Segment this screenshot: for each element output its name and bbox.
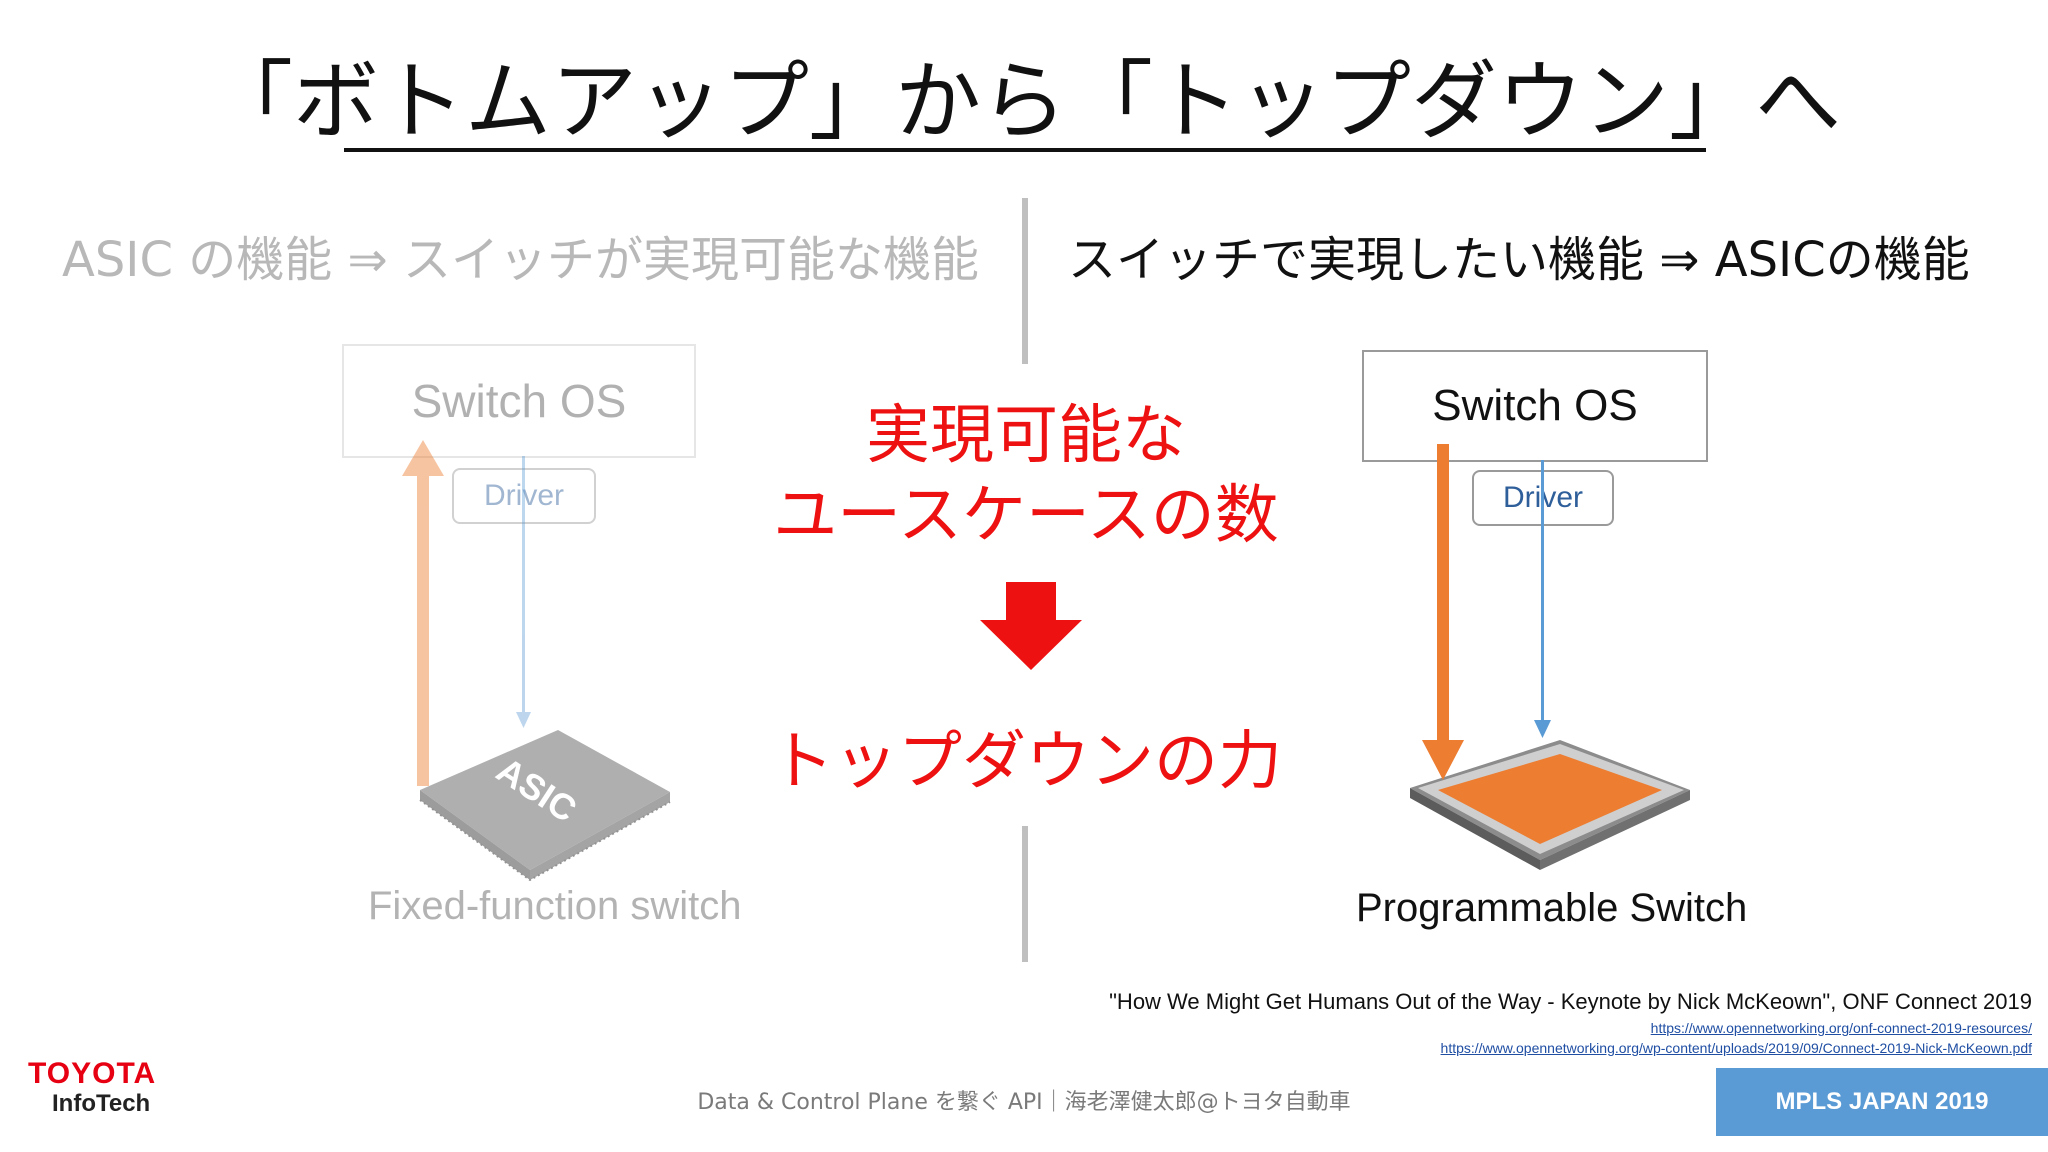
right-blue-arrow (1534, 460, 1551, 738)
right-diagram-graphics (1410, 444, 1690, 870)
right-switch-os-label: Switch OS (1432, 381, 1638, 430)
divider-bottom (1022, 826, 1028, 962)
center-text-line2: ユースケースの数 (773, 479, 1279, 553)
citation-link-2[interactable]: https://www.opennetworking.org/wp-conten… (1440, 1040, 2032, 1056)
center-text-line1: 実現可能な (866, 399, 1186, 473)
left-switch-os-label: Switch OS (411, 375, 627, 427)
left-switch-os-box: Switch OS (342, 344, 696, 458)
citation-link-1[interactable]: https://www.opennetworking.org/onf-conne… (1650, 1020, 2032, 1036)
citation-text: "How We Might Get Humans Out of the Way … (1109, 989, 2032, 1014)
right-caption: Programmable Switch (1356, 886, 1748, 930)
right-switch-os-box: Switch OS (1362, 350, 1708, 462)
slide-title: 「ボトムアップ」から「トップダウン」へ (207, 52, 1841, 152)
title-underline (344, 148, 1706, 152)
right-heading: スイッチで実現したい機能 ⇒ ASICの機能 (1068, 232, 1970, 288)
left-blue-arrow (516, 456, 531, 728)
right-orange-arrow (1422, 444, 1464, 780)
divider-top (1022, 198, 1028, 364)
left-orange-arrow (402, 440, 444, 786)
logo-line1: TOYOTA (28, 1057, 157, 1090)
left-driver-box: Driver (452, 468, 596, 524)
programmable-chip (1410, 740, 1690, 870)
toyota-infotech-logo: TOYOTA InfoTech (28, 1058, 156, 1118)
left-heading: ASIC の機能 ⇒ スイッチが実現可能な機能 (62, 232, 979, 288)
left-caption: Fixed-function switch (368, 884, 742, 928)
logo-line2: InfoTech (52, 1090, 151, 1117)
left-diagram-graphics: ASIC (402, 440, 671, 882)
center-text-line3: トップダウンの力 (770, 725, 1282, 799)
event-badge: MPLS JAPAN 2019 (1716, 1068, 2048, 1136)
left-driver-label: Driver (484, 479, 564, 512)
down-arrow-icon (980, 582, 1082, 670)
event-badge-label: MPLS JAPAN 2019 (1775, 1088, 1989, 1115)
footer-text: Data & Control Plane を繋ぐ API｜海老澤健太郎@トヨタ自… (697, 1090, 1351, 1115)
asic-chip: ASIC (419, 730, 671, 882)
